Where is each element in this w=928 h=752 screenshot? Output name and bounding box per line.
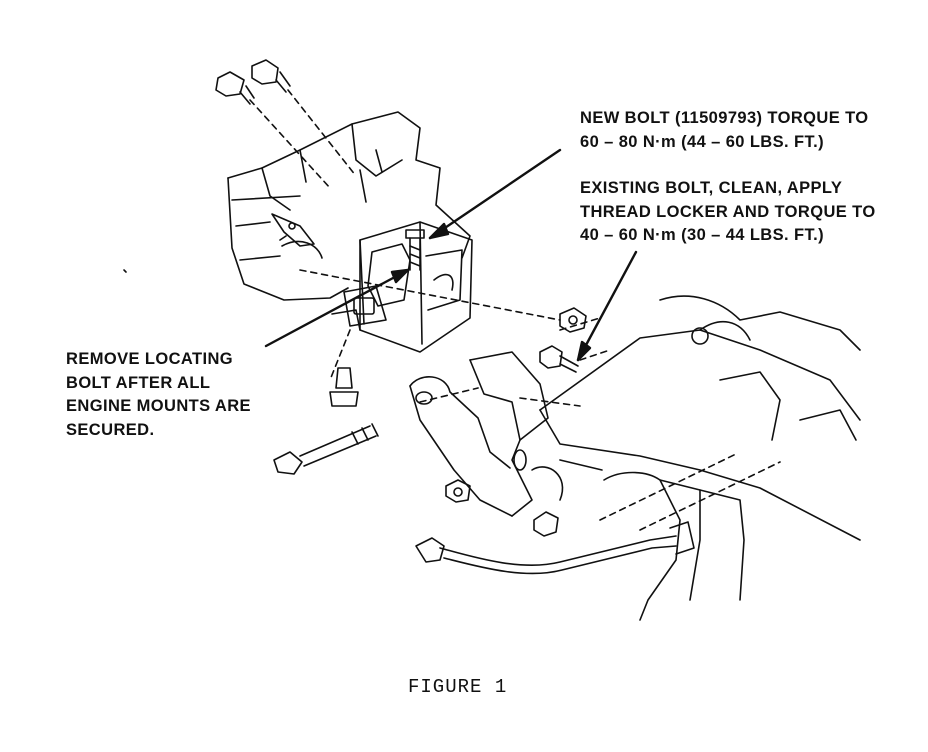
figure-caption: FIGURE 1: [408, 676, 508, 698]
new-bolt-callout: NEW BOLT (11509793) TORQUE TO 60 – 80 N·…: [580, 107, 869, 154]
new-bolt-callout-line-1: NEW BOLT (11509793) TORQUE TO: [580, 109, 869, 127]
stabilizer-rod: [415, 521, 695, 575]
frame-bracket: [409, 351, 564, 517]
through-bolt: [273, 423, 379, 475]
bolt-lower-center: [533, 511, 559, 537]
existing-bolt-callout-line-3: 40 – 60 N·m (30 – 44 LBS. FT.): [580, 226, 825, 244]
existing-bolt-callout-line-1: EXISTING BOLT, CLEAN, APPLY: [580, 179, 843, 197]
existing-bolt-callout: EXISTING BOLT, CLEAN, APPLY THREAD LOCKE…: [580, 177, 876, 248]
existing-bolt-callout-line-2: THREAD LOCKER AND TORQUE TO: [580, 202, 876, 221]
remove-bolt-callout-line-3: ENGINE MOUNTS ARE: [66, 397, 251, 415]
leader-arrow-remove-bolt: [264, 268, 410, 348]
existing-bolt: [539, 345, 579, 373]
remove-bolt-callout-line-2: BOLT AFTER ALL: [66, 373, 211, 392]
leader-arrow-existing-bolt: [576, 250, 638, 362]
mount-lower-bolt: [329, 367, 359, 407]
nut-upper-right: [559, 307, 587, 333]
remove-bolt-callout-line-4: SECURED.: [66, 420, 155, 439]
bolt-top-left-1: [215, 71, 255, 105]
bolt-top-left-2: [251, 59, 291, 93]
locating-bolt: [405, 229, 425, 271]
frame-crossmember: [539, 295, 861, 621]
remove-locating-bolt-callout: REMOVE LOCATING BOLT AFTER ALL ENGINE MO…: [66, 348, 251, 442]
remove-bolt-callout-line-1: REMOVE LOCATING: [66, 350, 234, 368]
engine-block: [227, 111, 471, 301]
new-bolt-callout-line-2: 60 – 80 N·m (44 – 60 LBS. FT.): [580, 132, 825, 151]
engine-mount: [331, 221, 473, 353]
stray-mark: [123, 269, 127, 273]
leader-arrow-new-bolt: [428, 148, 562, 240]
nut-lower-left: [445, 479, 471, 503]
bolt-dashed-guides: [249, 89, 781, 531]
